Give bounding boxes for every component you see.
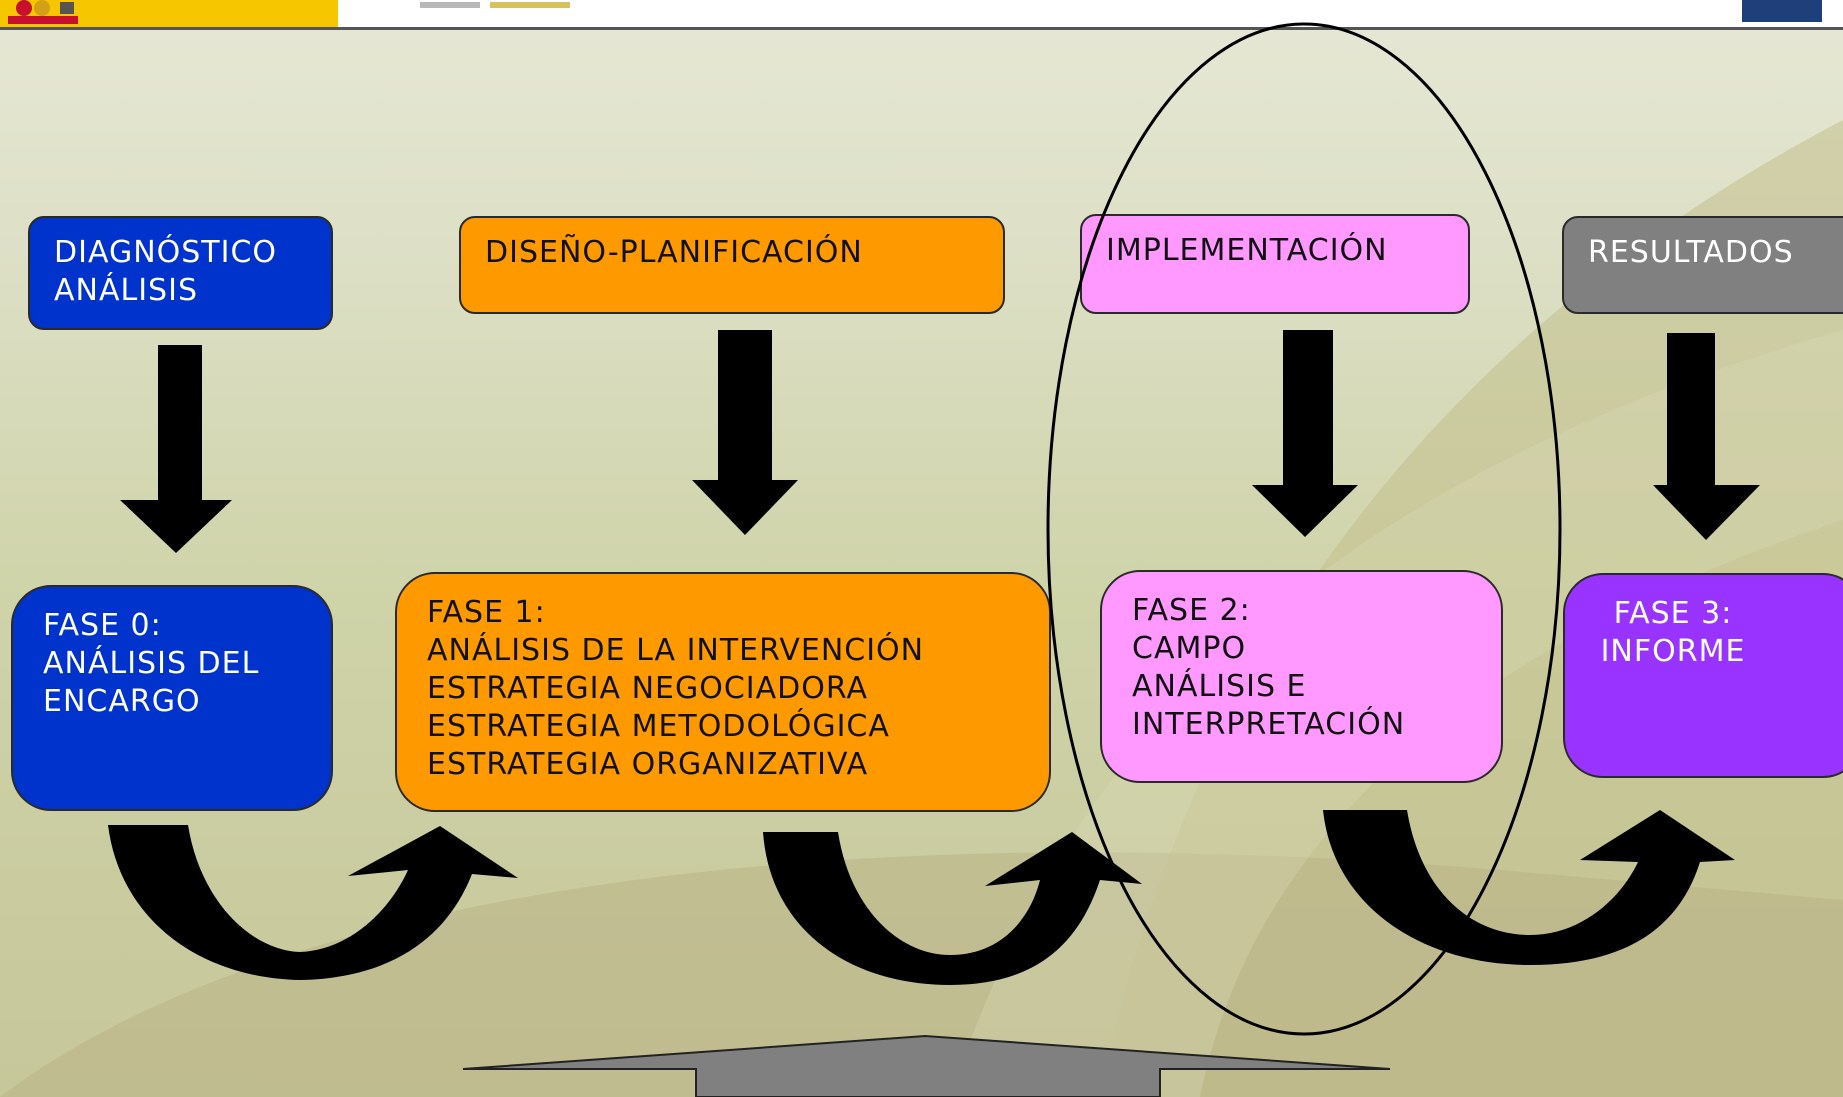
stage-diseno-box: DISEÑO-PLANIFICACIÓN: [459, 216, 1005, 314]
phase-2-box: FASE 2: CAMPO ANÁLISIS E INTERPRETACIÓN: [1100, 570, 1503, 783]
header-divider: [0, 27, 1843, 30]
stage-resultados-box: RESULTADOS: [1562, 216, 1843, 314]
agency-logo-icon: [1742, 0, 1822, 22]
top-header-bar: [0, 0, 1843, 30]
coat-of-arms-icon: [8, 0, 78, 24]
phase-1-box: FASE 1: ANÁLISIS DE LA INTERVENCIÓN ESTR…: [395, 572, 1051, 812]
header-yellow-band: [0, 0, 338, 29]
ministry-logo-icon: [420, 2, 570, 8]
stage-diagnostico-box: DIAGNÓSTICO ANÁLISIS: [28, 216, 333, 330]
phase-0-box: FASE 0: ANÁLISIS DEL ENCARGO: [11, 585, 333, 811]
phase-3-box: FASE 3: INFORME: [1563, 573, 1843, 778]
stage-implementacion-box: IMPLEMENTACIÓN: [1080, 214, 1470, 314]
